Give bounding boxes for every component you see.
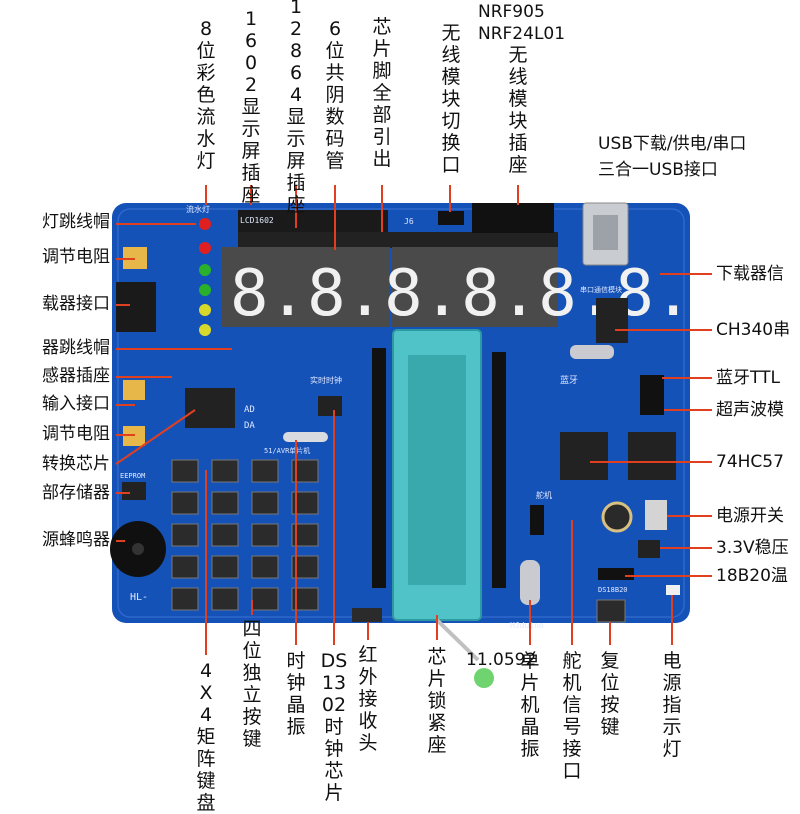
label-freq: 11.0592 (466, 650, 537, 670)
ad-silk: AD (244, 405, 255, 415)
label-crystal1: 时钟晶振 (286, 650, 306, 738)
label-ir: 红外接收头 (358, 644, 378, 754)
label-reset: 复位按键 (600, 650, 620, 738)
label-right-3: 超声波模 (716, 400, 784, 420)
left-pin-header (372, 348, 386, 588)
brand-silk: HJduino (510, 621, 544, 630)
ds18b20-silk: DS18B20 (598, 586, 628, 594)
hl-silk: HL- (130, 592, 148, 603)
label-lcd1602: 1602显示屏插座 (241, 8, 261, 206)
lcd1602-header (238, 210, 388, 232)
rf-socket (472, 203, 554, 233)
label-nrf905: NRF905 (478, 2, 545, 22)
label-rf-socket: 无线模块插座 (508, 44, 528, 176)
power-led (666, 585, 680, 595)
regulator (638, 540, 660, 558)
label-right-0: 下载器信 (716, 264, 784, 284)
hc573-chip-1 (560, 432, 608, 480)
led-silk: 流水灯 (186, 204, 210, 214)
zif-lever-knob (474, 668, 494, 688)
uart-silk: 串口通信模块 (580, 285, 622, 294)
label-usb-line2: 三合一USB接口 (598, 160, 718, 180)
label-power-led: 电源指示灯 (662, 650, 682, 760)
ad-chip (185, 388, 235, 428)
main-crystal (520, 560, 540, 605)
label-left-1: 调节电阻 (42, 247, 110, 267)
download-header (116, 282, 156, 332)
label-seven-seg: 6位共阴数码管 (325, 18, 345, 172)
label-left-3: 器跳线帽 (42, 338, 110, 358)
label-right-7: 18B20温 (716, 566, 788, 586)
independent-keys (171, 587, 319, 611)
right-pin-header (492, 352, 506, 588)
label-left-4: 感器插座 (42, 366, 110, 386)
ir-receiver (352, 608, 382, 622)
label-mcu-crystal: 单片机晶振 (520, 650, 540, 760)
label-lcd12864: 12864显示屏插座 (286, 0, 306, 216)
ds18b20-socket (598, 568, 634, 580)
label-left-7: 转换芯片 (42, 454, 110, 474)
label-left-5: 输入接口 (42, 394, 110, 414)
bluetooth-header (640, 375, 664, 415)
eeprom-silk: EEPROM (120, 472, 145, 480)
j6-silk: J6 (404, 217, 414, 226)
relay-silk: 51/AVR单片机 (264, 446, 310, 455)
label-left-6: 调节电阻 (42, 424, 110, 444)
label-rf-switch: 无线模块切换口 (441, 22, 461, 176)
label-right-1: CH340串 (716, 320, 791, 340)
bt-silk: 蓝牙 (560, 374, 578, 386)
label-nrf24l01: NRF24L01 (478, 24, 566, 44)
label-right-6: 3.3V稳压 (716, 538, 789, 558)
servo-silk: 舵机 (536, 490, 552, 500)
lcd1602-silk: LCD1602 (240, 216, 274, 225)
label-pins: 芯片脚全部引出 (372, 16, 392, 170)
label-left-9: 源蜂鸣器 (42, 530, 110, 550)
rf-switch (438, 211, 464, 225)
label-led: 8位彩色流水灯 (196, 18, 216, 172)
label-left-0: 灯跳线帽 (42, 212, 110, 232)
label-right-4: 74HC57 (716, 452, 784, 472)
servo-header (530, 505, 544, 535)
ch340-chip (596, 298, 628, 343)
label-usb-line1: USB下载/供电/串口 (598, 134, 747, 154)
power-switch (645, 500, 667, 530)
clock-crystal (283, 432, 328, 442)
reset-button (596, 599, 626, 623)
rtc-silk: 实时时钟 (310, 375, 342, 385)
seven-seg-right (392, 247, 558, 327)
seven-seg-left (222, 247, 390, 327)
mcu-crystal-small (570, 345, 614, 359)
hc573-chip-2 (628, 432, 676, 480)
label-zif: 芯片锁紧座 (427, 646, 447, 756)
eeprom-chip (122, 482, 146, 500)
pot-2 (123, 380, 145, 400)
power-switch-cap (601, 501, 633, 533)
label-left-2: 载器接口 (42, 294, 110, 314)
label-matrix: 4X4矩阵键盘 (196, 660, 216, 814)
label-right-5: 电源开关 (716, 506, 784, 526)
da-silk: DA (244, 421, 255, 431)
lcd12864-header (238, 232, 558, 248)
label-keys: 四位独立按键 (242, 618, 262, 750)
label-servo: 舵机信号接口 (562, 650, 582, 782)
keypad-matrix (171, 459, 319, 579)
led-column (199, 218, 211, 336)
label-left-8: 部存储器 (42, 483, 110, 503)
label-ds1302: DS1302时钟芯片 (320, 650, 348, 804)
label-right-2: 蓝牙TTL (716, 368, 780, 388)
ds1302-chip (318, 396, 342, 416)
